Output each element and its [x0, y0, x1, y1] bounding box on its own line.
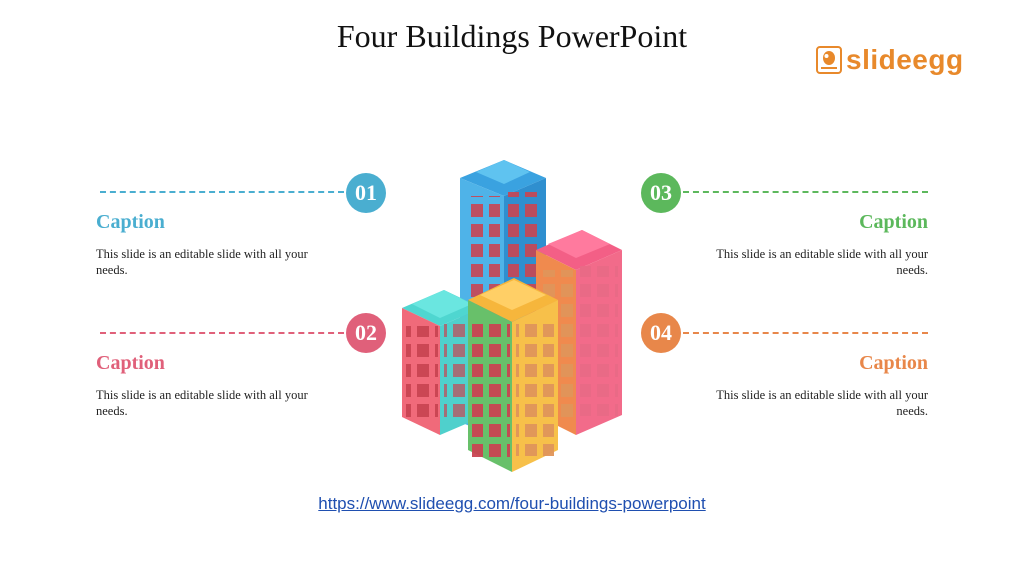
- slideegg-logo-icon: [816, 46, 842, 74]
- dashed-line-04: [683, 332, 928, 334]
- teal-building: [402, 290, 482, 435]
- yellow-building: [468, 278, 558, 472]
- slideegg-url-link[interactable]: https://www.slideegg.com/four-buildings-…: [318, 494, 706, 513]
- dashed-line-01: [100, 191, 344, 193]
- caption-04: Caption: [859, 352, 928, 374]
- caption-02: Caption: [96, 352, 165, 374]
- dashed-line-02: [100, 332, 344, 334]
- number-badge-03: 03: [641, 173, 681, 213]
- caption-01: Caption: [96, 211, 165, 233]
- caption-text-03: This slide is an editable slide with all…: [716, 247, 928, 277]
- number-badge-02: 02: [346, 313, 386, 353]
- number-badge-01: 01: [346, 173, 386, 213]
- caption-text-02: This slide is an editable slide with all…: [96, 388, 308, 418]
- slideegg-logo: slideegg: [816, 44, 964, 76]
- caption-text-01: This slide is an editable slide with all…: [96, 247, 308, 277]
- dashed-line-03: [683, 191, 928, 193]
- slide-title: Four Buildings PowerPoint: [336, 18, 688, 54]
- four-buildings-illustration: [402, 160, 622, 472]
- caption-03: Caption: [859, 211, 928, 233]
- logo-text: slideegg: [846, 44, 964, 75]
- caption-text-04: This slide is an editable slide with all…: [716, 388, 928, 418]
- number-badge-04: 04: [641, 313, 681, 353]
